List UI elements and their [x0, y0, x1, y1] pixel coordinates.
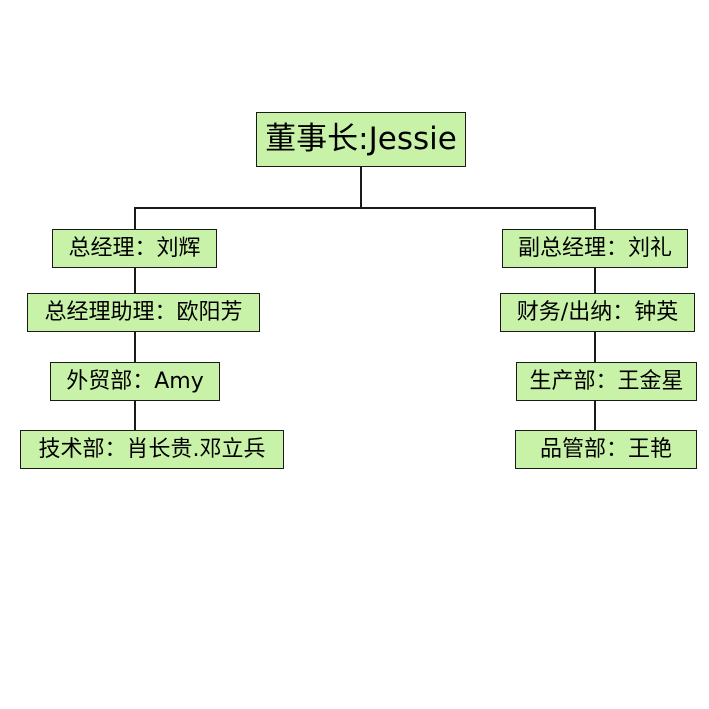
- connector-right-1: [594, 268, 596, 293]
- connector-right-3: [594, 401, 596, 430]
- org-node-label: 总经理助理：欧阳芳: [44, 299, 243, 325]
- org-node-label: 财务/出纳：钟英: [516, 299, 679, 325]
- org-node-chairman[interactable]: 董事长:Jessie: [256, 112, 466, 167]
- connector-left-3: [134, 401, 136, 430]
- org-node-label: 董事长:Jessie: [265, 121, 457, 157]
- connector-left-drop: [134, 207, 136, 231]
- connector-left-2: [134, 332, 136, 362]
- connector-right-drop: [594, 207, 596, 231]
- connector-left-1: [134, 268, 136, 293]
- org-node-label: 外贸部：Amy: [66, 368, 204, 394]
- org-node-label: 副总经理：刘礼: [517, 235, 672, 261]
- org-node-label: 总经理：刘辉: [68, 235, 201, 261]
- org-node-label: 生产部：王金星: [529, 368, 684, 394]
- org-node-general-manager[interactable]: 总经理：刘辉: [52, 229, 217, 268]
- connector-root-branch-bar: [134, 207, 595, 209]
- org-node-finance-cashier[interactable]: 财务/出纳：钟英: [500, 293, 695, 332]
- org-node-foreign-trade[interactable]: 外贸部：Amy: [50, 362, 220, 401]
- org-node-gm-assistant[interactable]: 总经理助理：欧阳芳: [27, 293, 260, 332]
- org-node-deputy-gm[interactable]: 副总经理：刘礼: [502, 229, 688, 268]
- org-node-label: 技术部：肖长贵.邓立兵: [38, 436, 266, 462]
- connector-root-stem: [360, 167, 362, 209]
- org-node-technical-dept[interactable]: 技术部：肖长贵.邓立兵: [20, 430, 284, 469]
- org-node-quality-control[interactable]: 品管部：王艳: [515, 430, 697, 469]
- connector-right-2: [594, 332, 596, 362]
- org-node-label: 品管部：王艳: [539, 436, 672, 462]
- org-node-production-dept[interactable]: 生产部：王金星: [516, 362, 697, 401]
